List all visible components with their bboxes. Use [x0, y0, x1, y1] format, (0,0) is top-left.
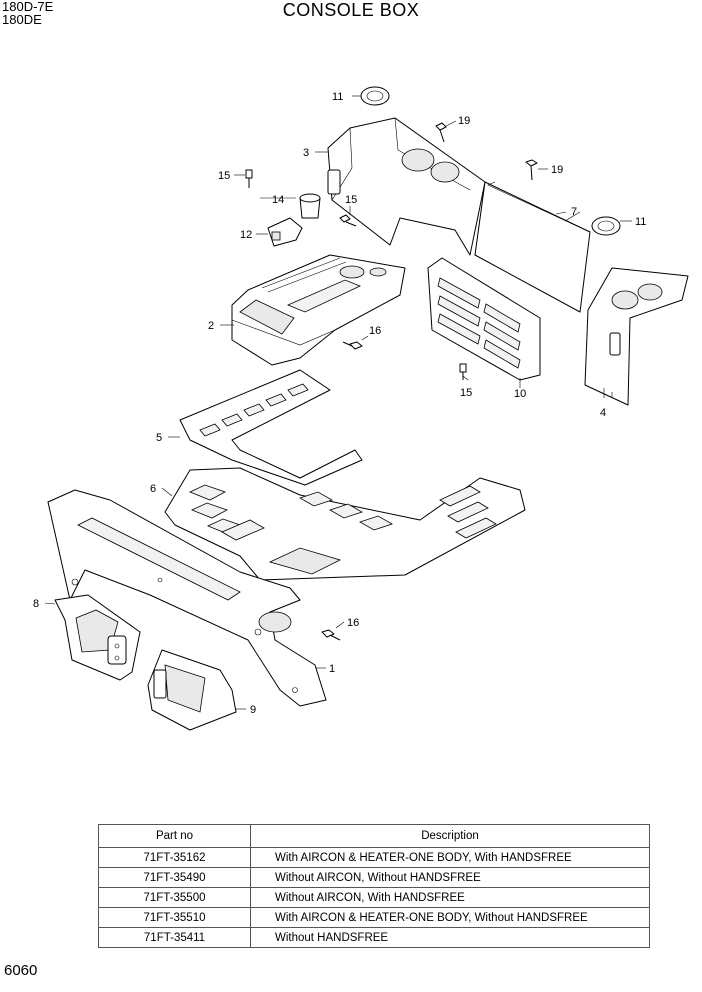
part-number-cell: 71FT-35162 [98, 847, 251, 868]
model-code-primary: 180D-7E [2, 0, 54, 14]
part-1-front-panel [47, 489, 327, 707]
callout-16-panel: 16 [347, 617, 359, 629]
callout-19-left: 19 [458, 115, 470, 127]
part-12-switch-bracket [256, 217, 303, 247]
callout-16-console: 16 [369, 325, 381, 337]
header-description: Description [250, 824, 650, 848]
description-cell: Without HANDSFREE [250, 927, 650, 948]
part-19-screw-right [525, 159, 548, 181]
part-number-cell: 71FT-35510 [98, 907, 251, 928]
callout-19-right: 19 [551, 164, 563, 176]
part-9-lower-bracket [147, 649, 246, 731]
callout-1: 1 [329, 663, 335, 675]
part-15-bolt-upper [234, 169, 253, 188]
description-cell: Without AIRCON, Without HANDSFREE [250, 867, 650, 888]
table-row: 71FT-35500 Without AIRCON, With HANDSFRE… [98, 887, 650, 908]
part-6-floor-plate [164, 467, 526, 581]
part-5-upper-mat [179, 369, 363, 486]
callout-15-upper: 15 [218, 170, 230, 182]
callout-8: 8 [33, 598, 39, 610]
description-cell: Without AIRCON, With HANDSFREE [250, 887, 650, 908]
part-number-cell: 71FT-35411 [98, 927, 251, 948]
exploded-parts-diagram: 11 19 3 15 14 15 12 19 7 11 2 16 15 10 4… [33, 86, 689, 731]
callout-3: 3 [303, 147, 309, 159]
callout-15-lower: 15 [460, 387, 472, 399]
description-cell: With AIRCON & HEATER-ONE BODY, Without H… [250, 907, 650, 928]
callout-14: 14 [272, 194, 284, 206]
part-4-right-duct-cover [584, 267, 689, 406]
part-10-vent-grille [427, 257, 541, 381]
description-cell: With AIRCON & HEATER-ONE BODY, With HAND… [250, 847, 650, 868]
part-3-rear-cover [327, 117, 486, 256]
part-8-left-bracket [54, 594, 141, 681]
callout-2: 2 [208, 320, 214, 332]
callout-9: 9 [250, 704, 256, 716]
part-number-cell: 71FT-35500 [98, 887, 251, 908]
callout-leaders [44, 151, 605, 669]
part-number-cell: 71FT-35490 [98, 867, 251, 888]
part-19-screw-left [435, 120, 457, 143]
part-11-grommet-right [591, 216, 632, 236]
callout-12: 12 [240, 229, 252, 241]
part-14-cup-holder [260, 193, 321, 219]
table-row: 71FT-35510 With AIRCON & HEATER-ONE BODY… [98, 907, 650, 928]
header-part-no: Part no [98, 824, 251, 848]
parts-table: Part no Description 71FT-35162 With AIRC… [98, 824, 650, 948]
part-16-bolt-console [342, 335, 369, 350]
callout-5: 5 [156, 432, 162, 444]
model-code-secondary: 180DE [2, 12, 42, 27]
callout-labels: 11 19 3 15 14 15 12 19 7 11 2 16 15 10 4… [33, 91, 646, 716]
page-title: CONSOLE BOX [282, 0, 420, 20]
part-15-bolt-middle [339, 214, 357, 227]
part-11-grommet-top [352, 86, 390, 106]
callout-10: 10 [514, 388, 526, 400]
callout-11-top: 11 [332, 91, 343, 103]
callout-11-right: 11 [635, 216, 646, 228]
table-header-row: Part no Description [98, 824, 650, 848]
callout-7: 7 [571, 206, 577, 218]
part-16-bolt-panel [321, 621, 345, 641]
page-number: 6060 [4, 962, 38, 979]
part-2-front-console [231, 254, 406, 366]
part-7-side-panel [474, 181, 591, 313]
table-row: 71FT-35490 Without AIRCON, Without HANDS… [98, 867, 650, 888]
table-row: 71FT-35411 Without HANDSFREE [98, 927, 650, 948]
table-row: 71FT-35162 With AIRCON & HEATER-ONE BODY… [98, 847, 650, 868]
part-15-bolt-lower [459, 363, 467, 380]
callout-4: 4 [600, 407, 606, 419]
callout-15-middle: 15 [345, 194, 357, 206]
callout-6: 6 [150, 483, 156, 495]
